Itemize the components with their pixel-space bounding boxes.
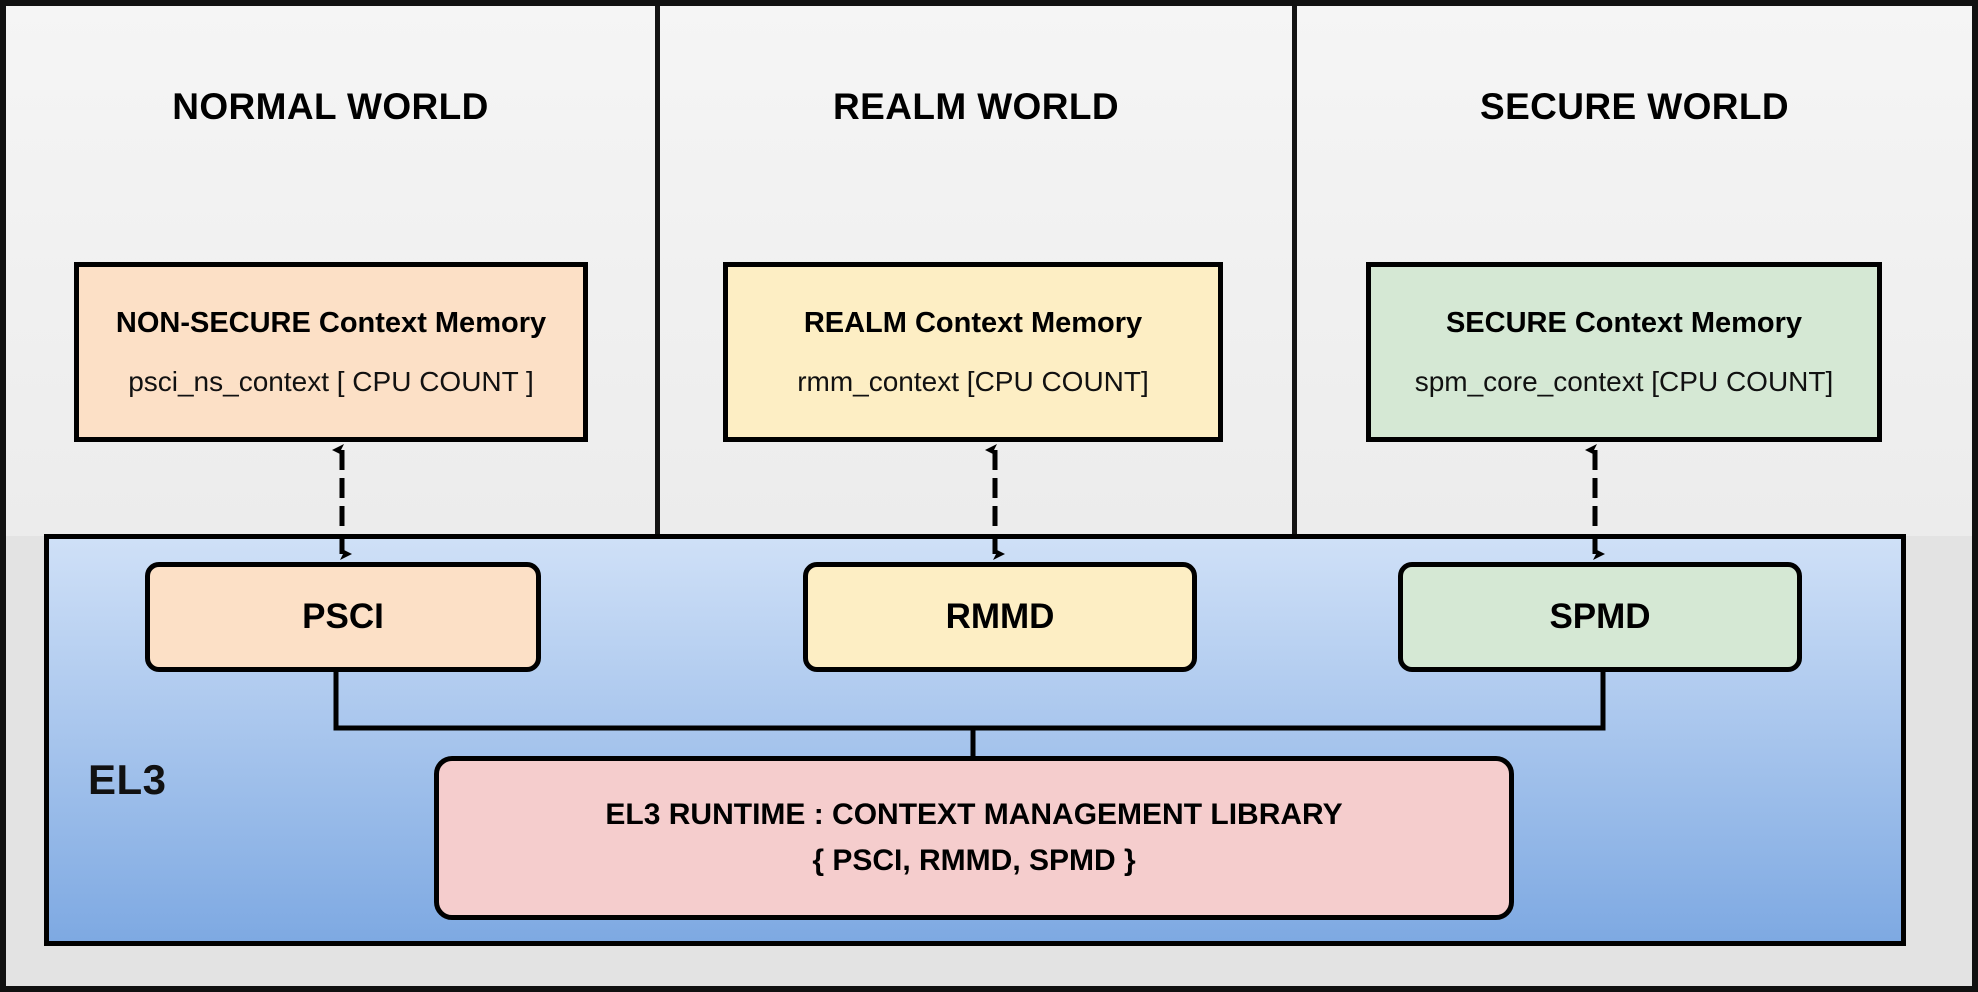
el3-runtime-line-2: { PSCI, RMMD, SPMD } bbox=[812, 844, 1136, 877]
dispatcher-label-psci: PSCI bbox=[302, 597, 384, 636]
dispatcher-box-spmd[interactable]: SPMD bbox=[1398, 562, 1802, 672]
dispatcher-label-spmd: SPMD bbox=[1549, 597, 1651, 636]
context-memory-box-non-secure[interactable]: NON-SECURE Context Memory psci_ns_contex… bbox=[74, 262, 588, 442]
context-memory-title-secure: SECURE Context Memory bbox=[1445, 306, 1803, 339]
dispatcher-label-rmmd: RMMD bbox=[945, 597, 1055, 636]
dispatcher-box-psci[interactable]: PSCI bbox=[145, 562, 541, 672]
column-divider-normal-realm bbox=[655, 6, 660, 536]
world-title-secure: SECURE WORLD bbox=[1479, 86, 1790, 127]
el3-runtime-line-1: EL3 RUNTIME : CONTEXT MANAGEMENT LIBRARY bbox=[605, 797, 1343, 831]
dispatcher-box-rmmd[interactable]: RMMD bbox=[803, 562, 1197, 672]
world-title-realm: REALM WORLD bbox=[833, 86, 1119, 127]
context-memory-subtitle-secure: spm_core_context [CPU COUNT] bbox=[1414, 365, 1834, 397]
el3-label: EL3 bbox=[88, 756, 167, 803]
context-memory-box-secure[interactable]: SECURE Context Memory spm_core_context [… bbox=[1366, 262, 1882, 442]
context-memory-subtitle-realm: rmm_context [CPU COUNT] bbox=[797, 365, 1149, 397]
column-divider-realm-secure bbox=[1292, 6, 1297, 536]
context-memory-subtitle-non-secure: psci_ns_context [ CPU COUNT ] bbox=[128, 365, 534, 397]
context-memory-title-realm: REALM Context Memory bbox=[803, 306, 1143, 339]
world-title-normal: NORMAL WORLD bbox=[172, 86, 489, 127]
context-memory-box-realm[interactable]: REALM Context Memory rmm_context [CPU CO… bbox=[723, 262, 1223, 442]
context-memory-title-non-secure: NON-SECURE Context Memory bbox=[115, 306, 547, 339]
el3-runtime-library-box[interactable]: EL3 RUNTIME : CONTEXT MANAGEMENT LIBRARY… bbox=[434, 756, 1514, 920]
